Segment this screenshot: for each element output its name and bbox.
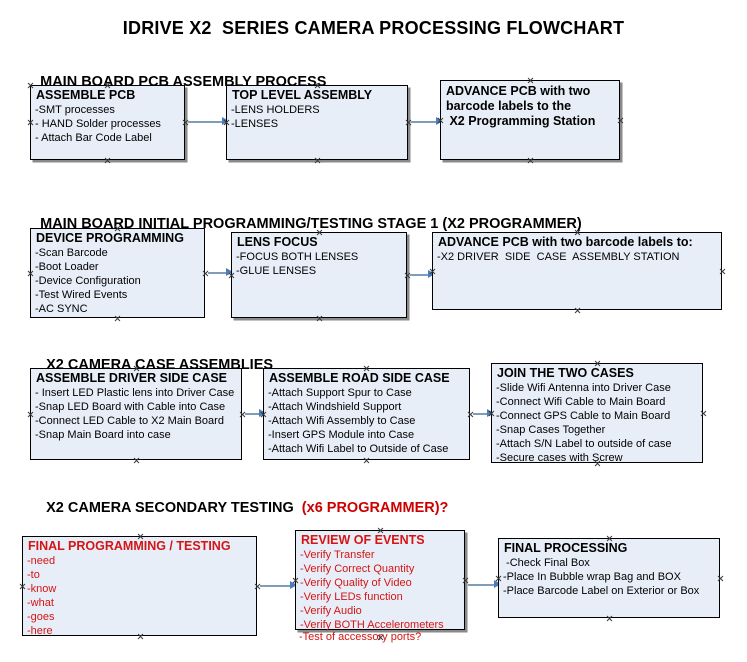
box-advance-pcb-programming-station[interactable]: ADVANCE PCB with two barcode labels to t…	[440, 80, 620, 160]
box-line: -what	[27, 597, 54, 609]
box-body: -LENS HOLDERS -LENSES	[227, 103, 407, 131]
arrow-head-icon	[259, 409, 266, 417]
connector-arrow	[468, 584, 498, 586]
box-lens-focus[interactable]: LENS FOCUS -FOCUS BOTH LENSES -GLUE LENS…	[231, 232, 407, 318]
box-body: -Verify Transfer -Verify Correct Quantit…	[296, 548, 464, 632]
box-final-processing[interactable]: FINAL PROCESSING -Check Final Box -Place…	[498, 538, 720, 618]
box-body: -Check Final Box -Place In Bubble wrap B…	[499, 556, 719, 598]
box-line: -Snap LED Board with Cable into Case	[35, 401, 226, 413]
box-line: -Attach Wifi Assembly to Case	[268, 415, 416, 427]
box-line: -Verify BOTH Accelerometers	[300, 619, 444, 631]
arrow-head-icon	[494, 580, 501, 588]
box-title: TOP LEVEL ASSEMBLY	[232, 88, 373, 102]
box-body: -X2 DRIVER SIDE CASE ASSEMBLY STATION	[433, 250, 721, 264]
box-title: ASSEMBLE PCB	[36, 88, 136, 102]
box-line: -GLUE LENSES	[236, 265, 317, 277]
box-line: -Insert GPS Module into Case	[268, 429, 415, 441]
box-device-programming[interactable]: DEVICE PROGRAMMING -Scan Barcode -Boot L…	[30, 228, 205, 318]
box-body: -FOCUS BOTH LENSES -GLUE LENSES	[232, 250, 406, 278]
box-line: -X2 DRIVER SIDE CASE ASSEMBLY STATION	[437, 251, 680, 263]
box-line: -Boot Loader	[35, 261, 99, 273]
box-line: -LENS HOLDERS	[231, 104, 320, 116]
box-line: -Verify LEDs function	[300, 591, 403, 603]
section-title-x2-camera-secondary-testing: X2 CAMERA SECONDARY TESTING (x6 PROGRAMM…	[30, 484, 448, 532]
section-title-text: X2 CAMERA SECONDARY TESTING	[46, 500, 302, 516]
box-line: -Secure cases with Screw	[496, 452, 623, 464]
box-title: FINAL PROCESSING	[504, 541, 628, 555]
box-line: -to	[27, 569, 40, 581]
box-line: -Place In Bubble wrap Bag and BOX	[503, 571, 681, 583]
box-join-the-two-cases[interactable]: JOIN THE TWO CASES -Slide Wifi Antenna i…	[491, 363, 703, 465]
box-line: -LENSES	[231, 118, 279, 130]
box-line: -Attach Windshield Support	[268, 401, 402, 413]
box-title: LENS FOCUS	[237, 235, 318, 249]
box-advance-pcb-driver-side[interactable]: ADVANCE PCB with two barcode labels to: …	[432, 232, 722, 310]
box-line: -Snap Main Board into case	[35, 429, 171, 441]
connector-arrow	[410, 274, 432, 276]
section-title-accent: (x6 PROGRAMMER)?	[301, 500, 449, 516]
box-title: FINAL PROGRAMMING / TESTING	[28, 539, 231, 553]
box-title: DEVICE PROGRAMMING	[36, 231, 184, 245]
box-title: ASSEMBLE ROAD SIDE CASE	[269, 371, 450, 385]
box-assemble-road-side-case[interactable]: ASSEMBLE ROAD SIDE CASE -Attach Support …	[263, 368, 470, 460]
box-line: -Attach Wifi Label to Outside of Case	[268, 443, 449, 455]
box-title: ADVANCE PCB with two barcode labels to t…	[446, 84, 596, 128]
box-line: - Attach Bar Code Label	[35, 132, 152, 144]
box-body: -need -to -know -what -goes -here	[23, 554, 256, 638]
box-top-level-assembly[interactable]: TOP LEVEL ASSEMBLY -LENS HOLDERS -LENSES	[226, 85, 408, 160]
box-body: -SMT processes - HAND Solder processes -…	[31, 103, 184, 145]
box-overflow-line: -Test of accessory ports?	[299, 631, 422, 643]
box-line: -know	[27, 583, 57, 595]
box-line: -Verify Audio	[300, 605, 362, 617]
box-body: -Scan Barcode -Boot Loader -Device Confi…	[31, 246, 204, 316]
box-line: -SMT processes	[35, 104, 115, 116]
box-body: -Slide Wifi Antenna into Driver Case -Co…	[492, 381, 702, 465]
box-line: -Attach Support Spur to Case	[268, 387, 412, 399]
box-line: -Attach S/N Label to outside of case	[496, 438, 672, 450]
box-line: -AC SYNC	[35, 303, 88, 315]
arrow-head-icon	[487, 409, 494, 417]
box-line: -Connect Wifi Cable to Main Board	[496, 396, 666, 408]
page-title: IDRIVE X2 SERIES CAMERA PROCESSING FLOWC…	[122, 18, 625, 38]
box-body: -Attach Support Spur to Case -Attach Win…	[264, 386, 469, 456]
arrow-head-icon	[436, 117, 443, 125]
box-line: -here	[27, 625, 53, 637]
box-line: -Connect GPS Cable to Main Board	[496, 410, 671, 422]
box-title: REVIEW OF EVENTS	[301, 533, 425, 547]
box-line: - Insert LED Plastic lens into Driver Ca…	[35, 387, 235, 399]
box-title: ASSEMBLE DRIVER SIDE CASE	[36, 371, 228, 385]
connector-arrow	[473, 413, 491, 415]
box-assemble-driver-side-case[interactable]: ASSEMBLE DRIVER SIDE CASE - Insert LED P…	[30, 368, 242, 460]
box-title: ADVANCE PCB with two barcode labels to:	[438, 235, 693, 249]
box-body: - Insert LED Plastic lens into Driver Ca…	[31, 386, 241, 442]
box-line: -Place Barcode Label on Exterior or Box	[503, 585, 700, 597]
box-line: -Check Final Box	[503, 557, 590, 569]
box-line: -Verify Correct Quantity	[300, 563, 415, 575]
arrow-head-icon	[290, 581, 297, 589]
connector-arrow	[208, 272, 230, 274]
box-review-of-events[interactable]: REVIEW OF EVENTS -Verify Transfer -Verif…	[295, 530, 465, 632]
arrow-head-icon	[428, 270, 435, 278]
box-line: -FOCUS BOTH LENSES	[236, 251, 359, 263]
box-assemble-pcb[interactable]: ASSEMBLE PCB -SMT processes - HAND Solde…	[30, 85, 185, 160]
box-line: -Test Wired Events	[35, 289, 128, 301]
connector-arrow	[260, 585, 294, 587]
arrow-head-icon	[222, 117, 229, 125]
box-line: -Verify Transfer	[300, 549, 375, 561]
arrow-head-icon	[226, 268, 233, 276]
box-line: -Slide Wifi Antenna into Driver Case	[496, 382, 671, 394]
connector-arrow	[245, 413, 263, 415]
box-title: JOIN THE TWO CASES	[497, 366, 634, 380]
box-line: -Verify Quality of Video	[300, 577, 412, 589]
box-line: -Device Configuration	[35, 275, 141, 287]
box-final-programming-testing[interactable]: FINAL PROGRAMMING / TESTING -need -to -k…	[22, 536, 257, 638]
box-line: -goes	[27, 611, 55, 623]
connector-arrow	[188, 121, 226, 123]
box-line: - HAND Solder processes	[35, 118, 161, 130]
box-line: -Scan Barcode	[35, 247, 108, 259]
box-line: -Snap Cases Together	[496, 424, 606, 436]
box-line: -need	[27, 555, 56, 567]
box-line: -Connect LED Cable to X2 Main Board	[35, 415, 224, 427]
connector-arrow	[411, 121, 440, 123]
